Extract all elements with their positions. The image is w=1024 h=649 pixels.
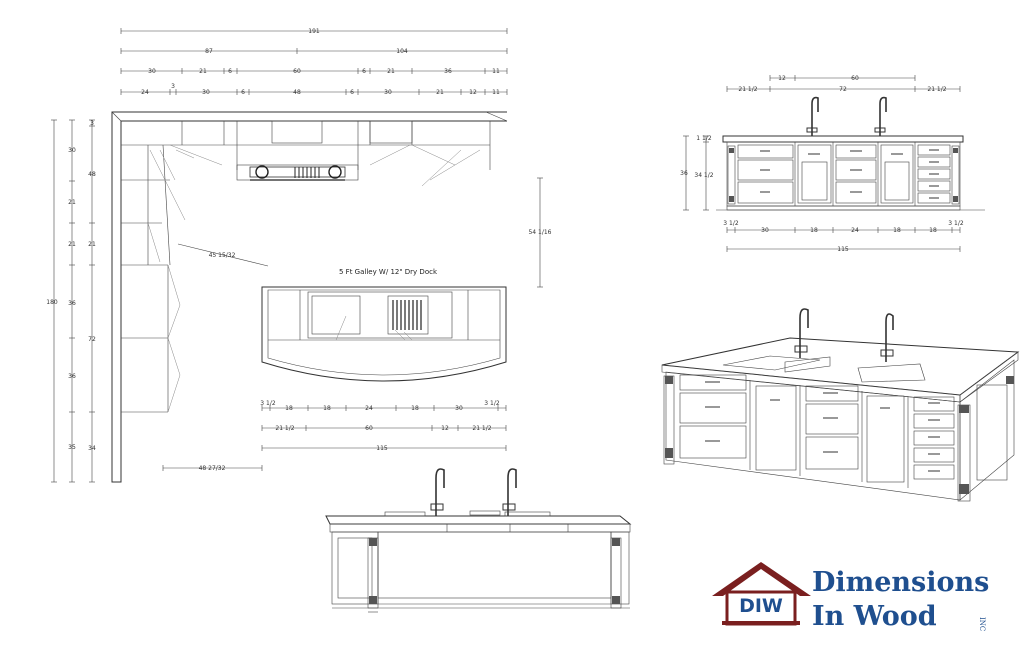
company-logo: DIW Dimensions In Wood INC [712,562,989,632]
dim-r3-4: 6 [362,68,366,75]
dim-el-r1-1: 60 [851,75,859,82]
dim-el-r2-2: 21 1/2 [927,86,946,93]
island-dimensions: 3 1/2 18 18 24 18 30 3 1/2 21 1/2 60 12 … [162,400,507,472]
dim-el-b-0: 3 1/2 [723,220,739,227]
dim-r4-1: 30 [202,89,210,96]
elevation-cabinet [716,96,985,211]
dim-r4-3: 48 [293,89,301,96]
dim-ir1-5: 30 [455,405,463,412]
dim-r3-1: 21 [199,68,207,75]
dim-el-r1-0: 12 [778,75,786,82]
dim-lc2-0: 3 [90,120,94,127]
right-vert-dimension: 54 1/16 [528,177,552,288]
dim-el-b-3: 24 [851,227,859,234]
dim-ir1-1: 18 [285,405,293,412]
dim-r4-6: 21 [436,89,444,96]
dim-r4-7: 12 [469,89,477,96]
left-dimensions: 180 30 21 21 36 36 35 3 48 21 72 34 [46,119,96,483]
dim-el-left-0: 1 1/2 [696,135,712,142]
dim-el-b-5: 18 [929,227,937,234]
logo-line2: In Wood [812,601,937,632]
logo-roof [712,562,811,596]
dim-lc1-0: 30 [68,147,76,154]
dim-r3-3: 60 [293,68,301,75]
dim-r3-5: 21 [387,68,395,75]
dim-ir2-2: 12 [441,425,449,432]
dim-r4-8: 11 [492,89,500,96]
dim-top-104: 104 [396,48,408,55]
plan-l-counter: 45 15/32 [111,111,508,483]
dim-r4-0: 24 [141,89,149,96]
top-dimensions: 191 87 104 30 21 6 60 6 21 36 11 3 24 30… [120,28,508,96]
elevation-dimensions: 12 60 21 1/2 72 21 1/2 36 1 1/2 34 1/2 3… [680,75,964,253]
dim-el-b-4: 18 [893,227,901,234]
logo-suffix: INC [978,617,986,631]
dim-ir1-3: 24 [365,405,373,412]
dim-ir1-2: 18 [323,405,331,412]
dim-lc1-2: 21 [68,241,76,248]
dim-el-r2-1: 72 [839,86,847,93]
dim-el-b-2: 18 [810,227,818,234]
dim-top-87: 87 [205,48,213,55]
dim-ir2-1: 60 [365,425,373,432]
dim-r3-2: 6 [228,68,232,75]
dim-r4-2: 6 [241,89,245,96]
logo-initials: DIW [739,595,783,617]
dim-el-left-1: 34 1/2 [694,172,713,179]
dim-el-left-total: 36 [680,170,688,177]
logo-line1: Dimensions [812,567,989,598]
dim-r4-4: 6 [350,89,354,96]
dim-lc1-1: 21 [68,199,76,206]
dim-r3-0: 30 [148,68,156,75]
dim-lc1-5: 35 [68,444,76,451]
dim-el-total: 115 [837,246,849,253]
island-3d-front [661,308,1020,502]
dim-r3-6: 36 [444,68,452,75]
dim-left-total: 180 [46,299,58,306]
dim-el-b-6: 3 1/2 [948,220,964,227]
dim-lc2-2: 21 [88,241,96,248]
dim-island-total: 115 [376,445,388,452]
dim-bottom-offset: 48 27/32 [199,465,226,472]
dim-lc2-3: 72 [88,336,96,343]
dim-ir2-0: 21 1/2 [275,425,294,432]
dim-ir1-4: 18 [411,405,419,412]
island-3d-back [325,468,632,613]
plan-island: 5 Ft Galley W/ 12" Dry Dock [261,268,507,382]
dim-lc2-4: 34 [88,445,96,452]
dim-r3-7: 11 [492,68,500,75]
dim-top-total: 191 [308,28,320,35]
dim-el-r2-0: 21 1/2 [738,86,757,93]
dim-el-b-1: 30 [761,227,769,234]
plan-title: 5 Ft Galley W/ 12" Dry Dock [339,268,438,276]
dim-right-vert: 54 1/16 [528,229,551,236]
dim-r4-small: 3 [171,83,175,90]
dim-lc1-3: 36 [68,300,76,307]
dim-ir1-0: 3 1/2 [260,400,276,407]
dim-ir1-6: 3 1/2 [484,400,500,407]
dim-r4-5: 30 [384,89,392,96]
dim-ir2-3: 21 1/2 [472,425,491,432]
dim-lc1-4: 36 [68,373,76,380]
dim-lc2-1: 48 [88,171,96,178]
dim-diagonal: 45 15/32 [209,252,236,259]
